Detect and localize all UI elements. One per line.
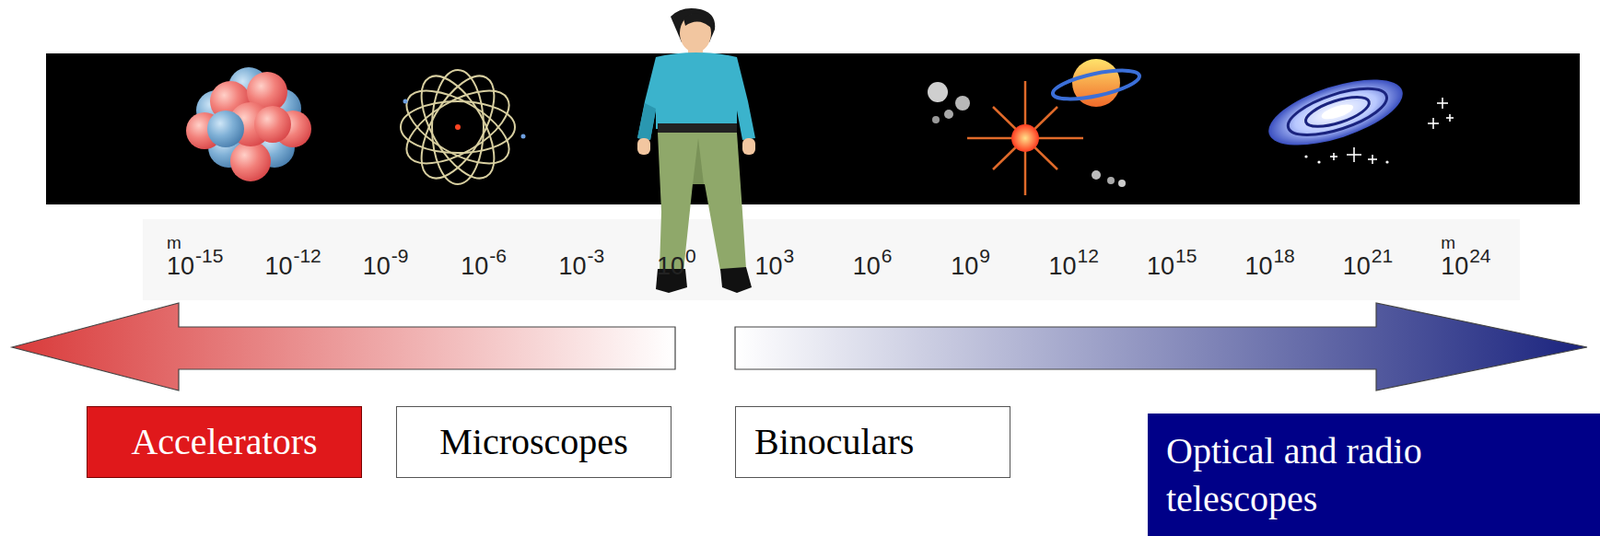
scale-exponent: -3: [587, 245, 606, 266]
microscopes-box: Microscopes: [396, 406, 672, 479]
node-text: Binoculars: [754, 418, 914, 467]
scale-base: 10: [1440, 254, 1469, 280]
scale-exponent: 0: [685, 245, 697, 266]
scale-base: 10: [362, 254, 391, 280]
binoculars-box: Binoculars: [735, 406, 1011, 479]
unit-label: m: [1440, 233, 1456, 252]
scale-base: 10: [1146, 254, 1175, 280]
scale-base: 10: [559, 254, 587, 280]
scale-base: 10: [950, 254, 979, 280]
scale-exponent: 6: [881, 245, 893, 266]
unit-label: m: [166, 233, 182, 252]
accelerators-box: Accelerators: [86, 406, 363, 479]
scale-exponent: -12: [292, 245, 321, 266]
node-text: Accelerators: [130, 418, 317, 467]
scale-base: 10: [460, 254, 489, 280]
telescopes-box: Optical and radio telescopes: [1147, 413, 1600, 536]
node-text: Microscopes: [439, 418, 628, 467]
scale-exponent: 24: [1469, 245, 1491, 266]
scale-exponent: -9: [391, 245, 409, 266]
scale-exponent: 12: [1077, 245, 1099, 266]
scale-exponent: 21: [1371, 245, 1393, 266]
scale-base: 10: [656, 254, 685, 280]
scale-exponent: -15: [195, 245, 223, 266]
scale-exponent: 15: [1175, 245, 1197, 266]
scale-base: 10: [852, 254, 881, 280]
scale-exponent: 18: [1272, 245, 1295, 266]
scale-base: 10: [1244, 254, 1273, 280]
scale-base: 10: [1049, 254, 1077, 280]
scale-exponent: 3: [782, 245, 795, 266]
node-text: Optical and radio telescopes: [1166, 427, 1489, 524]
scale-base: 10: [754, 254, 783, 280]
scale-exponent: -6: [489, 245, 507, 266]
scale-base: 10: [1343, 254, 1371, 280]
scale-base: 10: [264, 254, 292, 280]
scale-base: 10: [166, 254, 195, 280]
scale-exponent: 9: [979, 245, 991, 266]
